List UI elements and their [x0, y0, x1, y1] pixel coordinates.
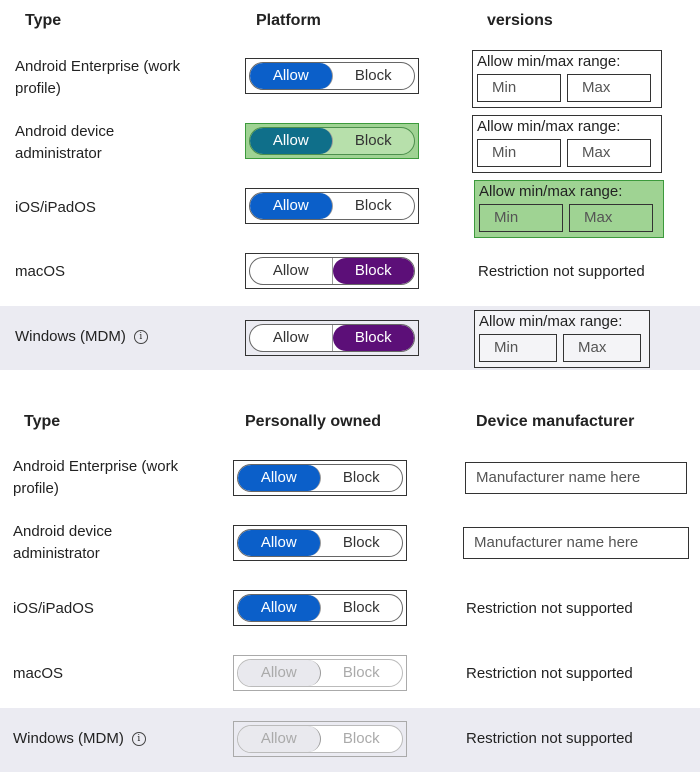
- header-type: Type: [25, 12, 62, 29]
- block-option[interactable]: Block: [354, 197, 392, 214]
- personally-owned-toggle: Allow Block: [233, 655, 407, 691]
- block-option: Block: [342, 730, 380, 747]
- header-type: Type: [24, 413, 61, 430]
- type-label-text: Windows (MDM): [15, 328, 126, 345]
- type-label: macOS: [15, 263, 66, 280]
- range-title: Allow min/max range:: [477, 53, 621, 70]
- owned-row-android-enterprise: Android Enterprise (work profile) Allow …: [0, 448, 700, 508]
- allow-option[interactable]: Allow: [250, 63, 333, 89]
- range-title: Allow min/max range:: [479, 183, 623, 200]
- platform-row-ios: iOS/iPadOS Allow Block Allow min/max ran…: [0, 178, 700, 238]
- personally-owned-toggle[interactable]: Allow Block: [233, 460, 407, 496]
- restriction-note: Restriction not supported: [466, 730, 633, 747]
- block-option[interactable]: Block: [342, 469, 380, 486]
- platform-toggle[interactable]: Allow Block: [245, 188, 419, 224]
- version-range: Allow min/max range: Min Max: [472, 115, 662, 173]
- type-label: Android Enterprise (work profile): [13, 458, 179, 497]
- platform-row-android-enterprise: Android Enterprise (work profile) Allow …: [0, 48, 700, 108]
- owned-row-android-device-admin: Android device administrator Allow Block…: [0, 513, 700, 573]
- range-title: Allow min/max range:: [479, 313, 623, 330]
- allow-option[interactable]: Allow: [250, 325, 333, 351]
- type-label: iOS/iPadOS: [15, 199, 96, 216]
- restriction-note: Restriction not supported: [466, 600, 633, 617]
- manufacturer-input[interactable]: Manufacturer name here: [465, 462, 687, 494]
- owned-row-ios: iOS/iPadOS Allow Block Restriction not s…: [0, 578, 700, 638]
- type-label: iOS/iPadOS: [13, 600, 94, 617]
- version-range: Allow min/max range: Min Max: [472, 50, 662, 108]
- header-versions: versions: [487, 12, 553, 29]
- block-option: Block: [342, 664, 380, 681]
- type-label: Android device administrator: [13, 523, 113, 562]
- info-icon[interactable]: i: [133, 330, 148, 345]
- allow-option: Allow: [238, 660, 321, 686]
- allow-option[interactable]: Allow: [250, 193, 333, 219]
- type-label: Windows (MDM) i: [13, 728, 223, 750]
- max-version-input[interactable]: Max: [567, 74, 651, 102]
- min-version-input[interactable]: Min: [477, 74, 561, 102]
- allow-option[interactable]: Allow: [250, 258, 333, 284]
- type-label: Android device administrator: [15, 123, 115, 162]
- range-title: Allow min/max range:: [477, 118, 621, 135]
- type-label: macOS: [13, 665, 64, 682]
- personally-owned-toggle[interactable]: Allow Block: [233, 525, 407, 561]
- platform-row-macos: macOS Allow Block Restriction not suppor…: [0, 243, 700, 303]
- platform-row-windows: Windows (MDM) i Allow Block Allow min/max…: [0, 306, 700, 370]
- type-label: Windows (MDM) i: [15, 326, 225, 348]
- header-platform: Platform: [256, 12, 321, 29]
- max-version-input[interactable]: Max: [569, 204, 653, 232]
- min-version-input[interactable]: Min: [479, 334, 557, 362]
- personally-owned-toggle: Allow Block: [233, 721, 407, 757]
- header-personally-owned: Personally owned: [245, 413, 382, 430]
- owned-row-windows: Windows (MDM) i Allow Block Restriction n…: [0, 708, 700, 772]
- block-option[interactable]: Block: [354, 67, 392, 84]
- type-label: Android Enterprise (work profile): [15, 58, 181, 97]
- block-option[interactable]: Block: [354, 132, 392, 149]
- allow-option[interactable]: Allow: [238, 465, 321, 491]
- allow-option: Allow: [238, 726, 321, 752]
- block-option[interactable]: Block: [332, 258, 414, 284]
- platform-toggle[interactable]: Allow Block: [245, 123, 419, 159]
- platform-row-android-device-admin: Android device administrator Allow Block…: [0, 113, 700, 173]
- restriction-note: Restriction not supported: [478, 263, 645, 280]
- allow-option[interactable]: Allow: [238, 530, 321, 556]
- max-version-input[interactable]: Max: [563, 334, 641, 362]
- header-device-manufacturer: Device manufacturer: [476, 413, 635, 430]
- restriction-note: Restriction not supported: [466, 665, 633, 682]
- allow-option[interactable]: Allow: [238, 595, 321, 621]
- platform-toggle[interactable]: Allow Block: [245, 320, 419, 356]
- version-range: Allow min/max range: Min Max: [474, 180, 664, 238]
- platform-toggle[interactable]: Allow Block: [245, 58, 419, 94]
- platform-toggle[interactable]: Allow Block: [245, 253, 419, 289]
- block-option[interactable]: Block: [332, 325, 414, 351]
- owned-row-macos: macOS Allow Block Restriction not suppor…: [0, 643, 700, 703]
- personally-owned-toggle[interactable]: Allow Block: [233, 590, 407, 626]
- info-icon[interactable]: i: [131, 732, 146, 747]
- type-label-text: Windows (MDM): [13, 730, 124, 747]
- max-version-input[interactable]: Max: [567, 139, 651, 167]
- manufacturer-input[interactable]: Manufacturer name here: [463, 527, 689, 559]
- version-range: Allow min/max range: Min Max: [474, 310, 650, 368]
- block-option[interactable]: Block: [342, 599, 380, 616]
- min-version-input[interactable]: Min: [479, 204, 563, 232]
- min-version-input[interactable]: Min: [477, 139, 561, 167]
- block-option[interactable]: Block: [342, 534, 380, 551]
- allow-option[interactable]: Allow: [250, 128, 333, 154]
